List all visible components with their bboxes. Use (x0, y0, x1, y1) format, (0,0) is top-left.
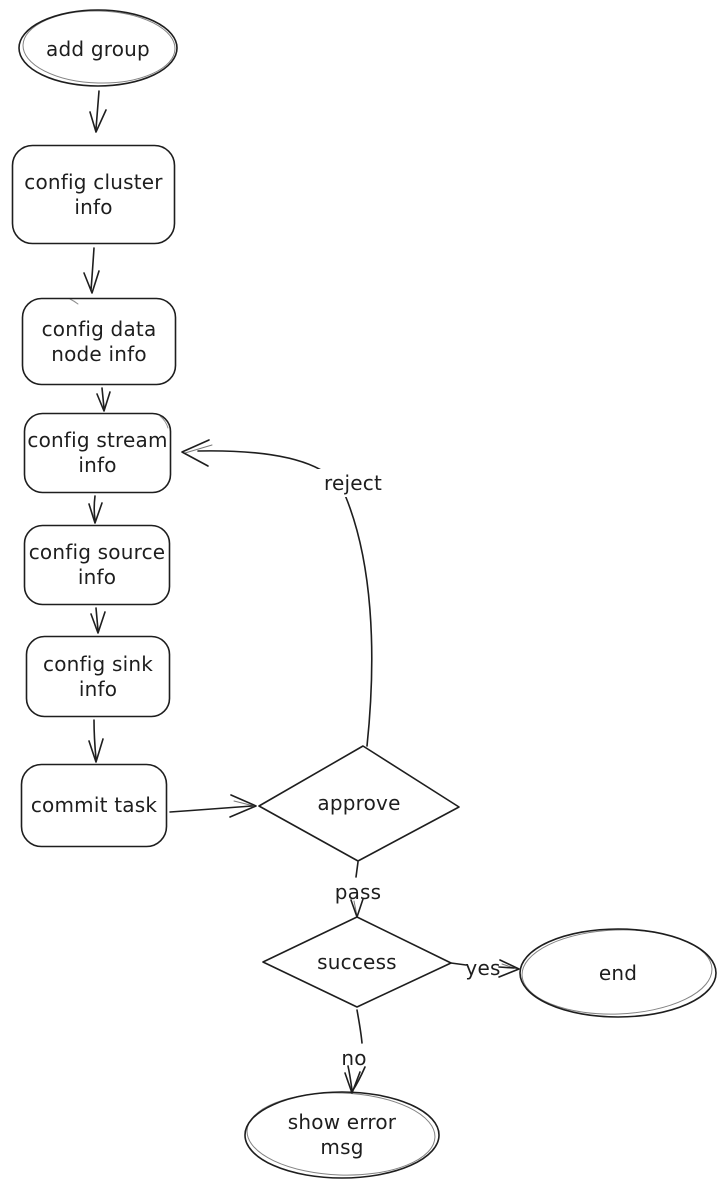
edge-approve-to-config-stream-reject (181, 439, 373, 747)
node-config-data-node-info-label: config data node info (41, 316, 157, 366)
node-show-error-msg-shape (244, 1091, 440, 1179)
edge-config-source-to-config-sink (90, 607, 106, 634)
edge-success-to-show-error-no (344, 1009, 366, 1094)
node-end-label: end (598, 960, 638, 985)
node-add-group-shape (18, 9, 178, 87)
node-config-source-info-shape (23, 524, 171, 606)
node-config-stream-info-shape (23, 412, 172, 494)
edge-commit-task-to-approve (169, 794, 257, 818)
edge-label-no: no (341, 1046, 367, 1070)
node-show-error-msg-label: show error msg (287, 1110, 397, 1159)
node-approve-label: approve (317, 791, 401, 815)
edge-success-to-end-yes (450, 959, 520, 978)
node-config-sink-info-shape (25, 635, 171, 718)
edge-config-cluster-to-config-data (83, 247, 100, 294)
node-config-cluster-info-label: config cluster info (24, 169, 163, 219)
node-config-stream-info-label: config stream info (27, 428, 168, 477)
node-approve-shape (258, 745, 460, 862)
node-config-cluster-info-shape (11, 144, 176, 245)
edge-label-reject: reject (316, 469, 390, 497)
node-config-source-info-label: config source info (28, 540, 166, 589)
node-commit-task-label: commit task (30, 793, 158, 817)
node-commit-task-shape (20, 763, 168, 848)
node-end-shape (519, 928, 717, 1018)
edge-config-data-to-config-stream (96, 387, 111, 412)
node-config-sink-info-label: config sink info (43, 651, 153, 701)
node-success-label: success (317, 949, 397, 974)
edge-label-pass: pass (334, 880, 382, 904)
node-add-group-label: add group (46, 36, 150, 61)
edge-approve-to-success-pass (350, 861, 364, 918)
edge-config-sink-to-commit-task (88, 719, 104, 763)
edge-label-yes: yes (465, 956, 501, 980)
edge-add-group-to-config-cluster (89, 90, 107, 133)
edge-config-stream-to-config-source (88, 495, 103, 524)
node-config-data-node-info-shape (21, 297, 177, 386)
